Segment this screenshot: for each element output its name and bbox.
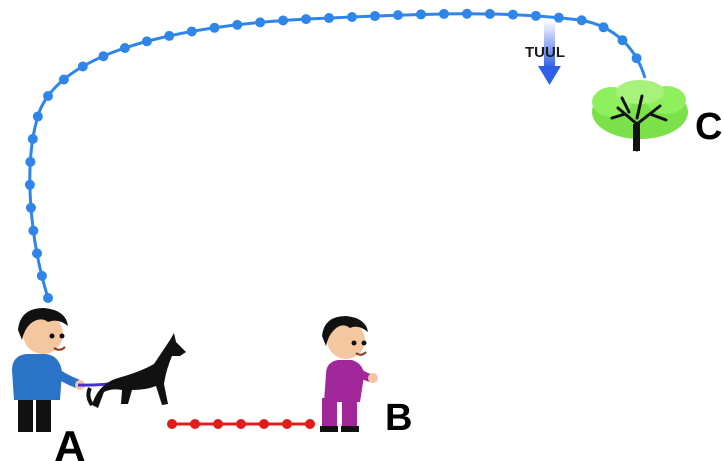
dog-path-dot — [461, 8, 472, 19]
dog-path-dot — [43, 91, 54, 102]
dog-path-dot — [98, 51, 109, 62]
dog-path-dot — [36, 270, 47, 281]
dog-path-dot — [141, 36, 152, 47]
ab-path-dot — [167, 419, 177, 429]
dog-path-dot — [438, 8, 449, 19]
dog-path-dot — [25, 202, 36, 213]
dog-path-dot — [301, 14, 312, 25]
ab-path-dot — [305, 419, 315, 429]
wind-label: TUUL — [525, 44, 565, 61]
dog-path-dot — [58, 74, 69, 85]
dog-path-dot — [209, 22, 220, 33]
boy-b-figure — [320, 316, 378, 432]
dog-path-dot — [347, 12, 358, 23]
boy-a-figure — [12, 308, 85, 432]
dog-path-dot — [530, 10, 541, 21]
dog-path-dot — [32, 248, 43, 259]
dog-path-dot — [507, 9, 518, 20]
wind-arrow-icon — [538, 20, 561, 85]
dog-path-dot — [598, 22, 609, 33]
dog-path-dot — [186, 26, 197, 37]
dog-path-dot — [553, 12, 564, 23]
ab-path-dot — [259, 419, 269, 429]
dog-path-dot — [232, 19, 243, 30]
dog-path-dot — [576, 15, 587, 26]
dog-path-dot — [77, 61, 88, 72]
label-a: A — [54, 422, 86, 461]
dog-path-dot — [24, 179, 35, 190]
dog-path-dot — [32, 111, 43, 122]
dog-path-dot — [25, 156, 36, 167]
dog-path-dot — [43, 293, 53, 303]
dog-path-dot — [617, 35, 628, 46]
ab-path-dot — [236, 419, 246, 429]
dog-path-dot — [119, 43, 130, 54]
dog-path-dot — [392, 10, 403, 21]
label-c: C — [695, 106, 722, 148]
dog-path-dot — [369, 11, 380, 22]
label-b: B — [385, 397, 412, 439]
dog-path — [24, 8, 647, 303]
dog-path-dot — [631, 53, 642, 64]
dog-path-dot — [278, 15, 289, 26]
ab-path-dot — [213, 419, 223, 429]
ab-path — [167, 419, 315, 429]
tree-icon — [592, 80, 688, 152]
dog-path-dot — [415, 9, 426, 20]
dog-path-dot — [28, 225, 39, 236]
dog-figure — [86, 333, 186, 408]
ab-path-dot — [282, 419, 292, 429]
dog-path-dot — [255, 17, 266, 28]
dog-path-dot — [324, 13, 335, 24]
dog-path-dot — [27, 133, 38, 144]
dog-path-dot — [164, 30, 175, 41]
ab-path-dot — [190, 419, 200, 429]
dog-path-dot — [484, 8, 495, 19]
